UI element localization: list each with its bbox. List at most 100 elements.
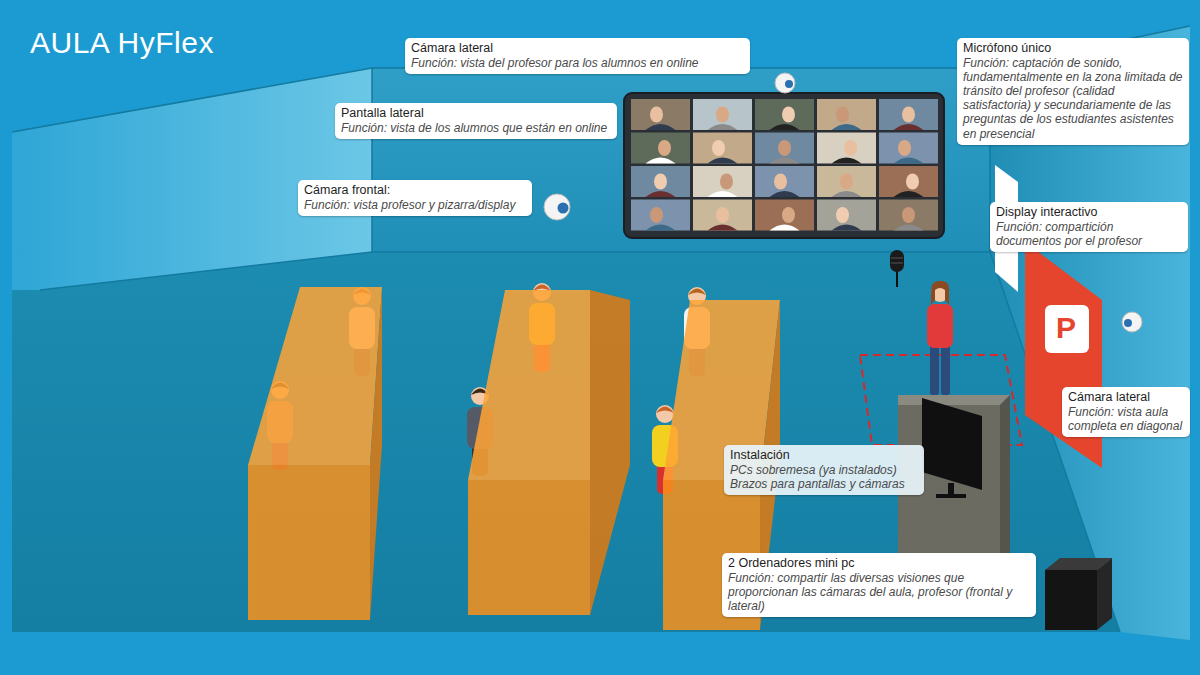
online-students-screen-part [755,166,814,197]
online-students-screen-part [836,107,849,123]
online-students-screen-part [646,225,676,231]
camera-part [544,194,570,220]
mini-pc [1045,558,1112,630]
callout-heading: Cámara lateral [1068,390,1184,405]
camera-part [558,203,569,214]
online-students-screen-part [817,200,876,231]
online-students-screen-part [832,191,862,197]
online-students-screen-part [840,174,853,190]
callout-heading: Micrófono único [963,41,1183,56]
callout-description: Función: compartición documentos por el … [996,220,1182,248]
teacher-part [930,345,939,395]
presentation-icon-letter: P [1056,313,1076,343]
callout-box: 2 Ordenadores mini pcFunción: compartir … [722,553,1036,617]
students-part [688,289,706,296]
online-students-screen-part [693,133,752,164]
mini-pc-part [1045,570,1097,630]
online-students-screen-part [770,124,800,130]
camera-part [785,80,793,88]
benches-part [370,287,382,620]
online-students-screen-part [658,140,671,156]
students-part [656,407,674,414]
teacher-desk-part [948,483,954,495]
online-students-screen-part [708,124,738,130]
room-part [371,68,373,252]
online-students-screen-part [817,99,876,130]
microphone-part [890,250,904,272]
camera-part [775,73,795,93]
online-students-screen-part [708,158,738,164]
teacher-part [927,304,953,348]
online-students-screen-part [894,225,924,231]
online-students-screen-part [654,174,667,190]
online-students-screen-part [894,158,924,164]
online-students-screen-part [646,124,676,130]
callout-box: Cámara lateralFunción: vista del profeso… [405,38,750,74]
online-students-screen-part [631,133,690,164]
callout-box: Pantalla lateralFunción: vista de los al… [335,103,617,139]
callout-description: Función: compartir las diversas visiones… [728,571,1030,613]
online-students-screen-part [844,140,857,156]
online-students-screen-part [782,107,795,123]
online-students-screen-part [774,174,787,190]
microphone-part [891,263,903,264]
online-students-screen-part [716,107,729,123]
online-students-screen-part [755,200,814,231]
online-students-screen-part [650,207,663,223]
online-students-screen-part [631,200,690,231]
online-students-screen-part [879,200,938,231]
online-students-screen-part [770,225,800,231]
online-students-screen-part [712,140,725,156]
room-part [40,252,1120,632]
benches-part [468,480,590,615]
online-students-screen-part [708,191,738,197]
callout-heading: Instalación [730,448,918,463]
diagram-title: AULA HyFlex [30,26,214,60]
online-students-screen-part [708,225,738,231]
online-students-screen-part [770,191,800,197]
teacher [927,281,953,395]
online-students-screen-part [894,191,924,197]
online-students-screen-part [693,200,752,231]
online-students-screen-part [693,166,752,197]
callout-heading: Display interactivo [996,205,1182,220]
callout-description: Función: vista aula completa en diagonal [1068,405,1184,433]
camera-part [1122,312,1142,332]
callout-description: PCs sobremesa (ya instalados) Brazos par… [730,463,918,491]
online-students-screen-part [902,207,915,223]
benches-part [248,287,382,465]
callout-heading: Pantalla lateral [341,106,611,121]
online-students-screen-part [631,166,690,197]
online-students-screen-part [832,124,862,130]
online-students-screen-part [646,191,676,197]
online-students-screen-part [898,140,911,156]
mini-pc-part [1097,558,1112,630]
microphone-part [896,270,898,287]
teacher-part [941,345,950,395]
online-students-screen-part [817,166,876,197]
room-part [372,68,990,252]
online-students-screen-part [879,166,938,197]
callout-heading: Cámara lateral [411,41,744,56]
online-students-screen-part [879,133,938,164]
online-students-screen-part [782,207,795,223]
online-students-screen-part [755,99,814,130]
teacher-desk-part [898,395,1010,405]
callout-description: Función: vista del profesor para los alu… [411,56,744,70]
callout-box: Display interactivoFunción: compartición… [990,202,1188,252]
online-students-screen-part [817,133,876,164]
online-students-screen-part [906,174,919,190]
online-students-screen-part [902,107,915,123]
interactive-display-part [1045,305,1089,353]
teacher-desk-part [922,398,982,490]
online-students-screen-part [693,99,752,130]
online-students-screen-part [832,158,862,164]
teacher-desk-part [936,494,966,498]
online-students-screen-part [832,225,862,231]
online-students-screen-part [720,174,733,190]
online-students-screen-part [631,99,690,130]
room-part [12,252,1120,632]
callout-description: Función: vista profesor y pizarra/displa… [304,198,526,212]
